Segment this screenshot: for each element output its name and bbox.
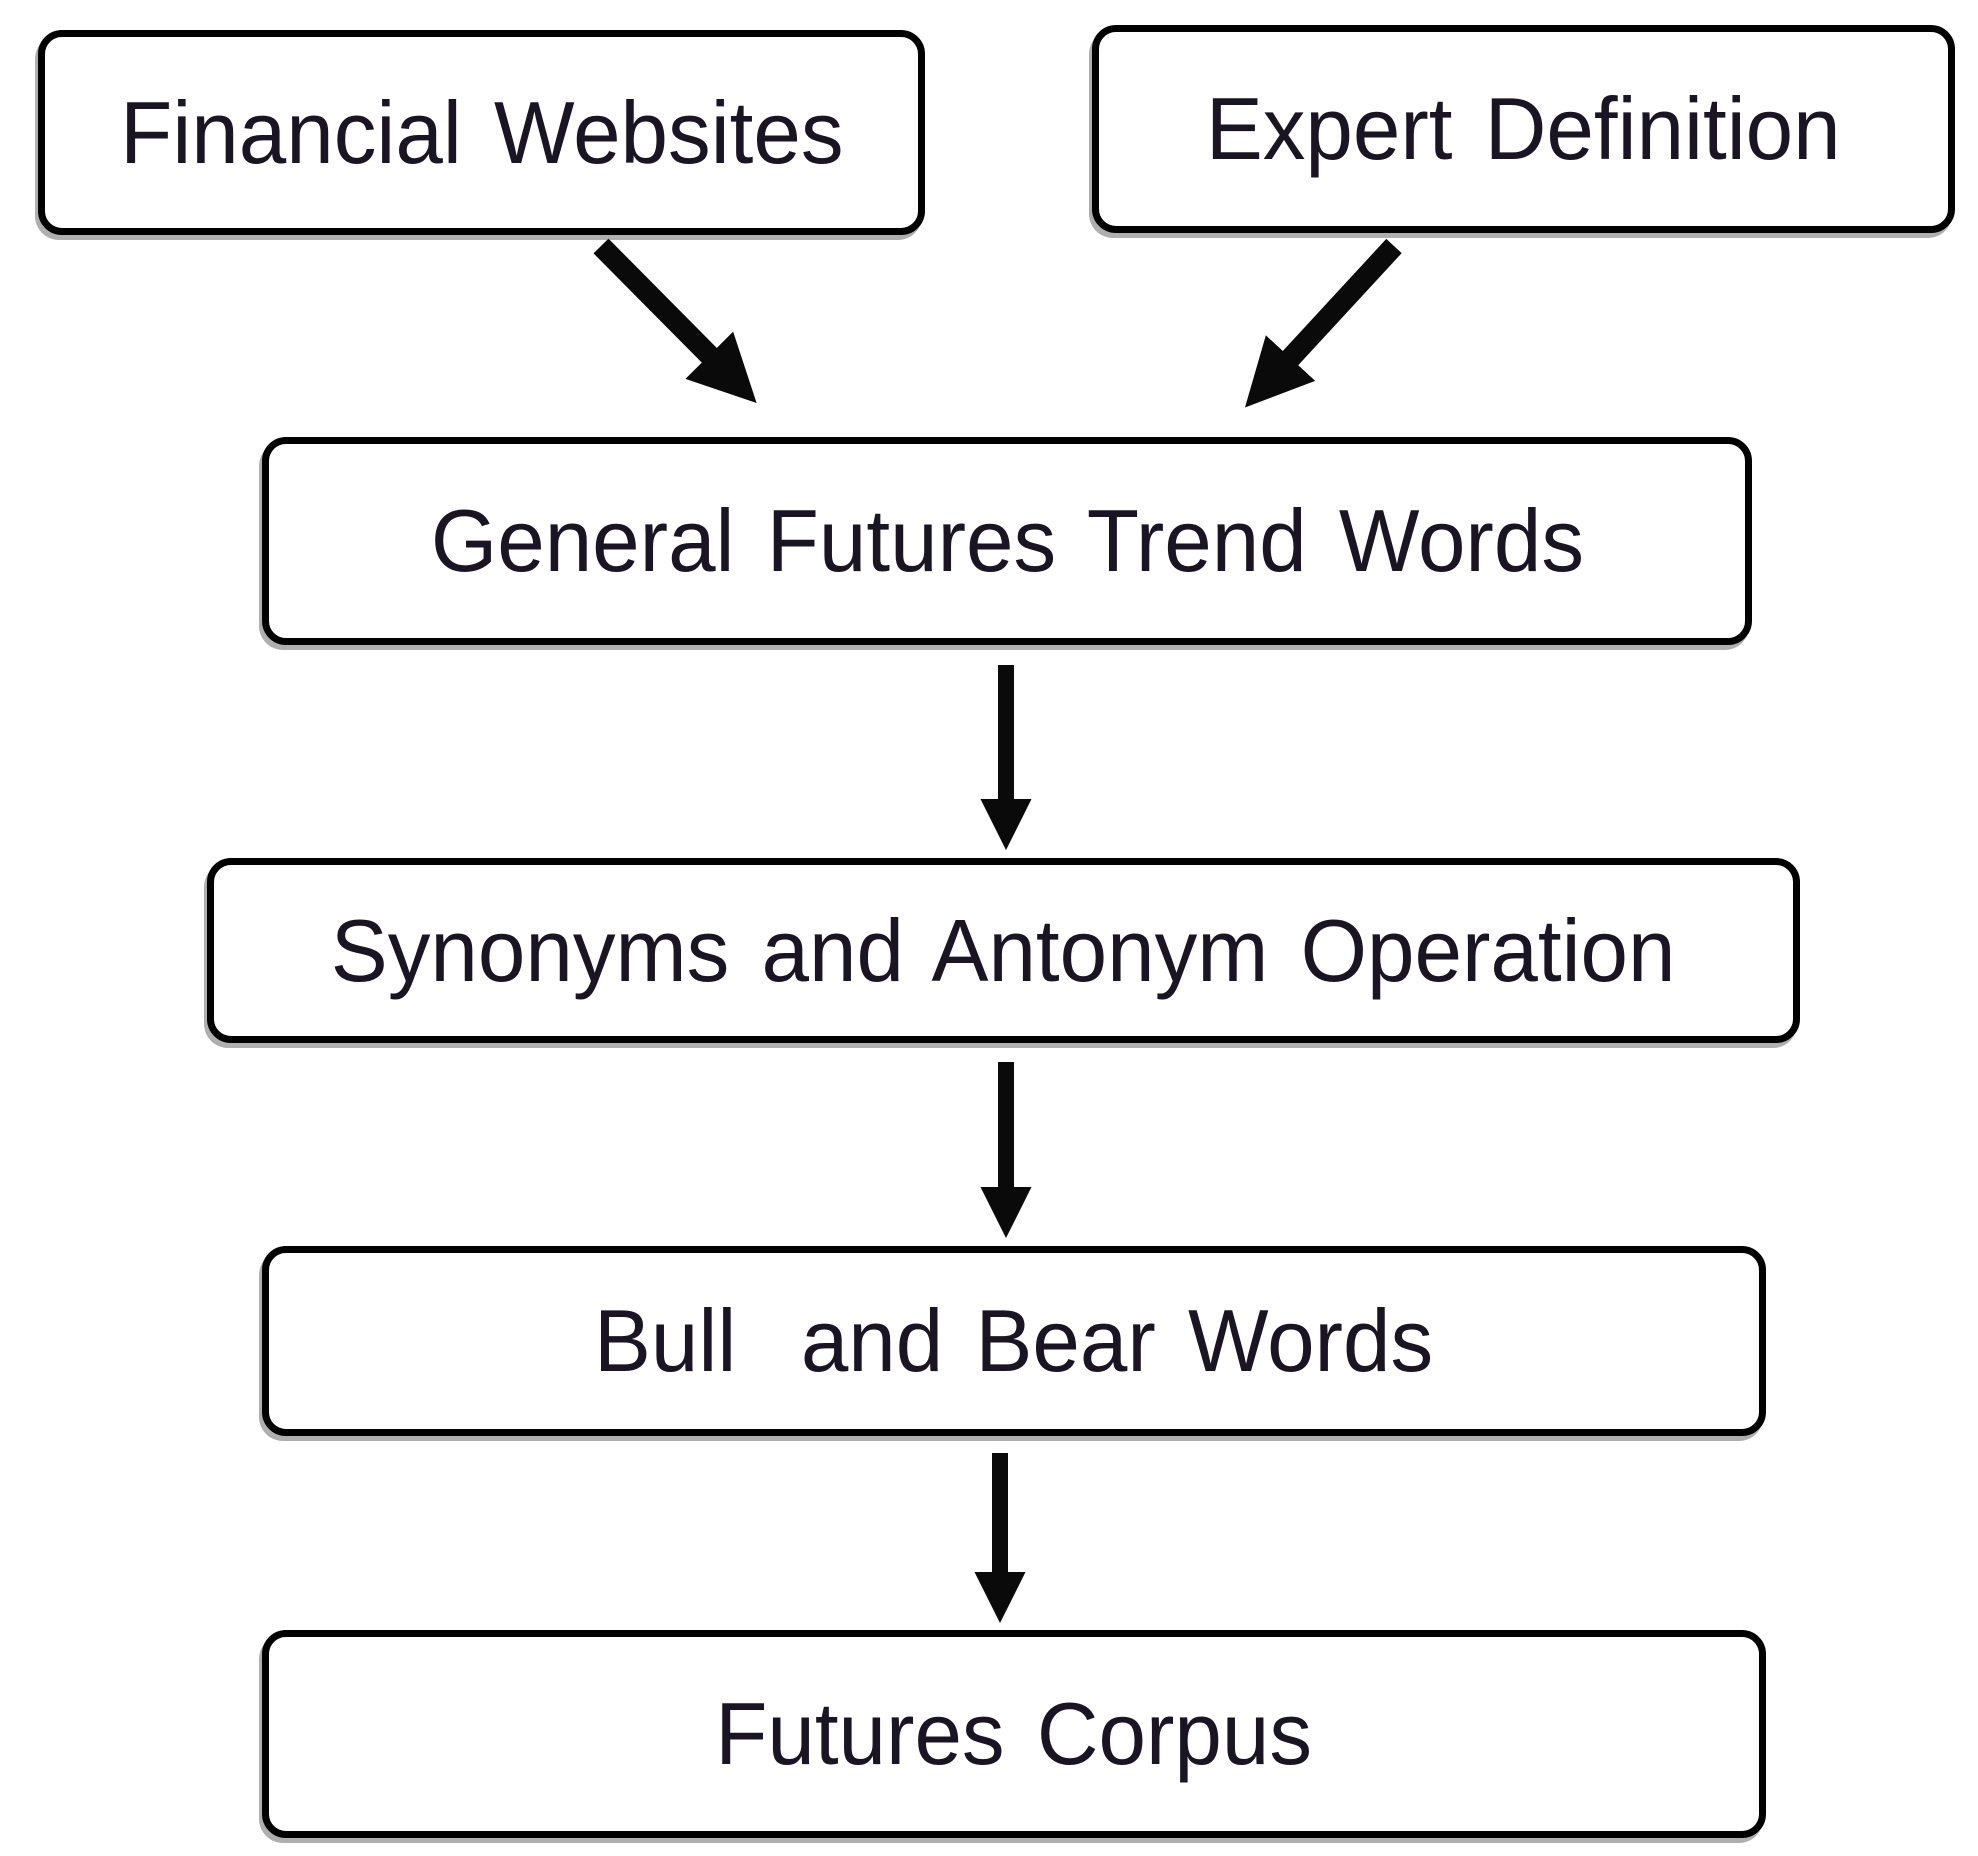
node-synonyms-and-antonym-operation: Synonyms and Antonym Operation xyxy=(207,858,1800,1043)
node-synonyms-and-antonym-operation-label: Synonyms and Antonym Operation xyxy=(331,900,1676,1000)
arrow-financial-websites-to-general-futures-trend-words xyxy=(593,238,757,403)
node-general-futures-trend-words: General Futures Trend Words xyxy=(262,437,1752,645)
node-bull-and-bear-words-label: Bull and Bear Words xyxy=(594,1291,1434,1390)
node-general-futures-trend-words-label: General Futures Trend Words xyxy=(430,491,1584,590)
node-financial-websites-label: Financial Websites xyxy=(119,82,844,182)
node-expert-definition-label: Expert Definition xyxy=(1206,79,1841,178)
node-financial-websites: Financial Websites xyxy=(38,30,925,235)
node-expert-definition: Expert Definition xyxy=(1092,25,1955,233)
arrow-expert-definition-to-general-futures-trend-words xyxy=(1244,238,1402,408)
node-futures-corpus-label: Futures Corpus xyxy=(715,1684,1313,1783)
node-bull-and-bear-words: Bull and Bear Words xyxy=(262,1246,1766,1436)
node-futures-corpus: Futures Corpus xyxy=(262,1630,1766,1838)
